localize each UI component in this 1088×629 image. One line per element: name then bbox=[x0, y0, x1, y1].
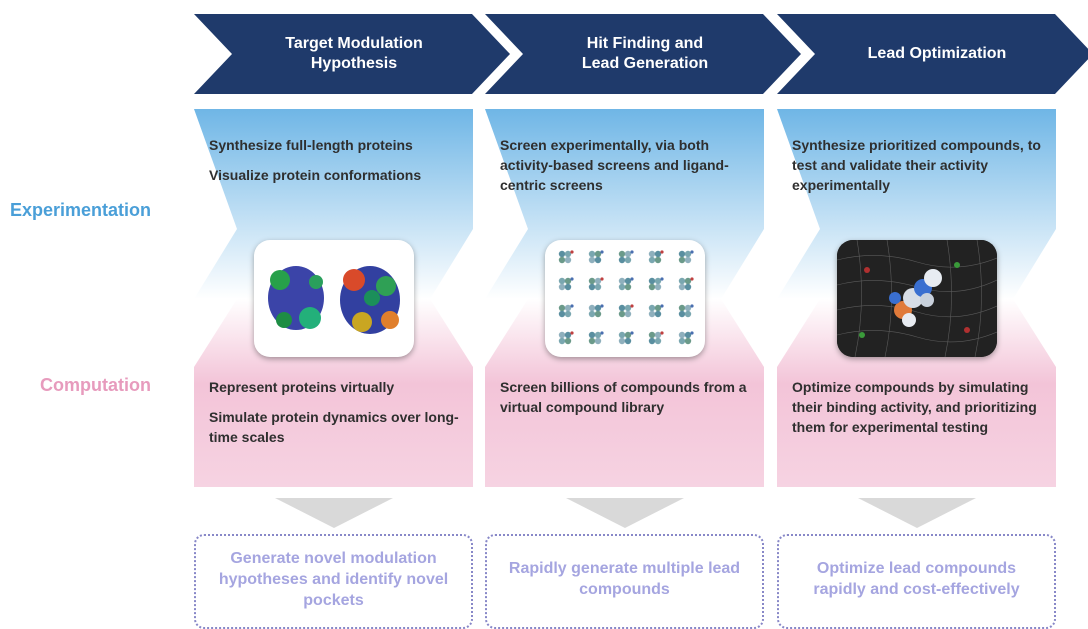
protein-structures-image bbox=[254, 240, 414, 357]
chevron-shape bbox=[194, 14, 510, 94]
compound-library-image bbox=[545, 240, 705, 357]
outcome-text: Rapidly generate multiple lead compounds bbox=[508, 560, 741, 598]
experimentation-text: Synthesize prioritized compounds, to tes… bbox=[792, 135, 1044, 205]
stage-panel-hit-finding: Screen experimentally, via both activity… bbox=[485, 109, 764, 487]
stage-title: Target Modulation Hypothesis bbox=[285, 35, 423, 72]
computation-text: Represent proteins virtually Simulate pr… bbox=[209, 377, 461, 457]
stage-title: Hit Finding and Lead Generation bbox=[581, 35, 709, 72]
experimentation-item: Visualize protein conformations bbox=[209, 167, 422, 183]
computation-item: Simulate protein dynamics over long-time… bbox=[209, 409, 459, 445]
outcome-box-hit-finding: Rapidly generate multiple lead compounds bbox=[485, 534, 764, 629]
computation-item: Represent proteins virtually bbox=[209, 379, 395, 395]
stage-header-hit-finding: Hit Finding and Lead Generation bbox=[485, 14, 803, 94]
outcome-text: Optimize lead compounds rapidly and cost… bbox=[813, 560, 1020, 598]
down-arrow-icon bbox=[566, 498, 684, 528]
stage-header-target-modulation: Target Modulation Hypothesis bbox=[194, 14, 512, 94]
down-arrow-icon bbox=[275, 498, 393, 528]
computation-text: Optimize compounds by simulating their b… bbox=[792, 377, 1044, 447]
computation-row-label: Computation bbox=[40, 375, 151, 395]
chevron-shape bbox=[485, 14, 801, 94]
computation-item: Screen billions of compounds from a virt… bbox=[500, 379, 747, 415]
experimentation-row-label: Experimentation bbox=[10, 200, 152, 220]
stage-panel-lead-optimization: Synthesize prioritized compounds, to tes… bbox=[777, 109, 1056, 487]
stage-header-lead-optimization: Lead Optimization bbox=[777, 14, 1088, 94]
stage-panel-target-modulation: Synthesize full-length proteins Visualiz… bbox=[194, 109, 473, 487]
outcome-text: Generate novel modulation hypotheses and… bbox=[218, 550, 449, 609]
outcome-box-target-modulation: Generate novel modulation hypotheses and… bbox=[194, 534, 473, 629]
computation-text: Screen billions of compounds from a virt… bbox=[500, 377, 752, 427]
outcome-box-lead-optimization: Optimize lead compounds rapidly and cost… bbox=[777, 534, 1056, 629]
down-arrow-icon bbox=[858, 498, 976, 528]
stage-title: Lead Optimization bbox=[867, 45, 1007, 62]
computation-item: Optimize compounds by simulating their b… bbox=[792, 379, 1037, 435]
experimentation-item: Synthesize full-length proteins bbox=[209, 137, 413, 153]
experimentation-item: Synthesize prioritized compounds, to tes… bbox=[792, 137, 1041, 193]
experimentation-item: Screen experimentally, via both activity… bbox=[500, 137, 729, 193]
experimentation-text: Screen experimentally, via both activity… bbox=[500, 135, 752, 205]
chevron-shape bbox=[777, 14, 1088, 94]
ligand-binding-image bbox=[837, 240, 997, 357]
experimentation-text: Synthesize full-length proteins Visualiz… bbox=[209, 135, 461, 195]
